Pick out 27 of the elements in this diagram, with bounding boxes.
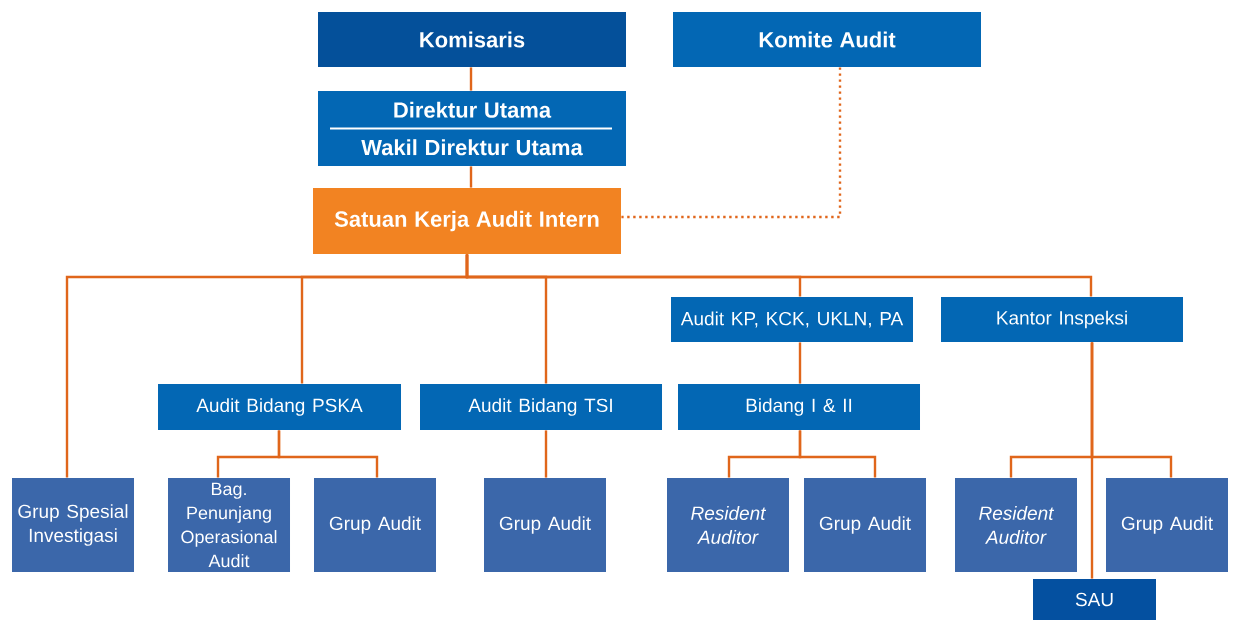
unit-box: Resident Auditor <box>667 478 789 572</box>
org-box: Komite Audit <box>673 12 981 67</box>
connector-line <box>1090 342 1094 579</box>
unit-box: Grup Audit <box>314 478 436 572</box>
connector-line <box>465 254 1093 297</box>
org-box: Kantor Inspeksi <box>941 297 1183 342</box>
connector-line <box>469 67 473 91</box>
unit-box: Grup Audit <box>484 478 606 572</box>
unit-box: Grup Audit <box>804 478 926 572</box>
unit-box: Grup Audit <box>1106 478 1228 572</box>
org-box: Bidang I & II <box>678 384 920 430</box>
connector-line <box>798 430 877 478</box>
connector-line <box>469 166 473 188</box>
connector-line <box>544 430 548 478</box>
unit-box: Resident Auditor <box>955 478 1077 572</box>
dotted-connector <box>621 67 842 219</box>
org-box: Satuan Kerja Audit Intern <box>313 188 621 254</box>
unit-box: Grup Spesial Investigasi <box>12 478 134 572</box>
unit-box: Bag. Penunjang Operasional Audit <box>168 478 290 572</box>
connector-line <box>798 342 802 384</box>
connector-line <box>277 430 379 478</box>
org-box: Audit KP, KCK, UKLN, PA <box>671 297 913 342</box>
org-box: Audit Bidang PSKA <box>158 384 401 430</box>
title-box: Direktur Utama Wakil Direktur Utama <box>318 91 626 166</box>
org-box: Komisaris <box>318 12 626 67</box>
org-box: Audit Bidang TSI <box>420 384 662 430</box>
unit-box: SAU <box>1033 579 1156 620</box>
